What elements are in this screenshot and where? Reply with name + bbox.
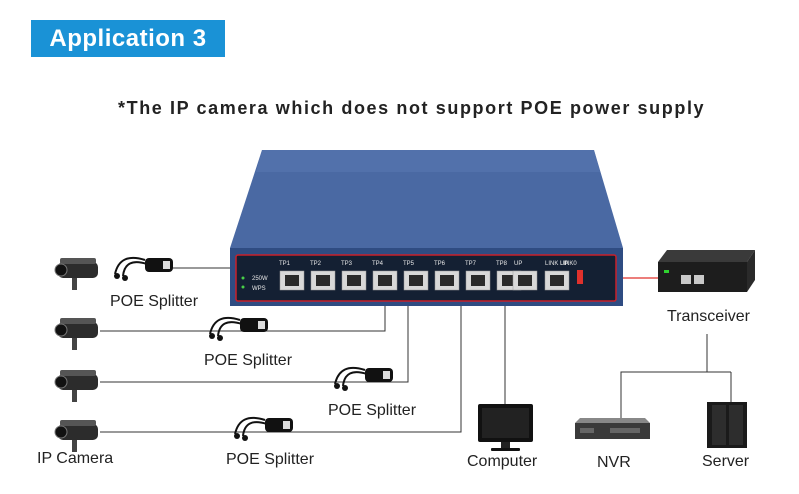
ip-camera-2 bbox=[54, 318, 98, 350]
power-label: 250W bbox=[252, 276, 268, 282]
wps-label: WPS bbox=[252, 286, 266, 292]
splitter-label-4: POE Splitter bbox=[226, 451, 315, 468]
ip-camera-label: IP Camera bbox=[37, 450, 114, 467]
poe-splitter-4 bbox=[234, 416, 293, 441]
switch-port-4: TP4 bbox=[372, 261, 398, 291]
port-label-1: TP1 bbox=[279, 261, 291, 267]
nvr-recorder bbox=[575, 418, 650, 439]
port-label-6: TP6 bbox=[434, 261, 446, 267]
poe-splitters bbox=[114, 256, 393, 441]
switch-port-2: TP2 bbox=[310, 261, 336, 291]
poe-splitter-3 bbox=[334, 366, 393, 391]
ip-camera-3 bbox=[54, 370, 98, 402]
port-label-7: TP7 bbox=[465, 261, 477, 267]
port-label-3: TP3 bbox=[341, 261, 353, 267]
ip-cameras bbox=[54, 258, 98, 452]
poe-splitter-2 bbox=[209, 316, 268, 341]
diagram-subtitle: *The IP camera which does not support PO… bbox=[118, 98, 706, 118]
ip-camera-4 bbox=[54, 420, 98, 452]
transceiver-label: Transceiver bbox=[667, 308, 750, 325]
port-label-4: TP4 bbox=[372, 261, 384, 267]
port-label-2: TP2 bbox=[310, 261, 322, 267]
poe-switch: 250W WPS TP1 TP2 TP3 TP4 TP5 TP6 TP7 TP8 UP LINK … bbox=[230, 150, 623, 306]
splitter-label-2: POE Splitter bbox=[204, 352, 293, 369]
computer-monitor bbox=[478, 404, 533, 451]
switch-port-1: TP1 bbox=[279, 261, 305, 291]
switch-port-7: TP7 bbox=[465, 261, 491, 291]
connection-lines bbox=[100, 267, 732, 433]
port-label-10: LINK UP bbox=[545, 261, 568, 267]
ip-camera-1 bbox=[54, 258, 98, 290]
switch-port-5: TP5 bbox=[403, 261, 429, 291]
port-label-11: LINK0 bbox=[560, 261, 577, 267]
transceiver-device bbox=[658, 250, 755, 292]
port-label-8: TP8 bbox=[496, 261, 508, 267]
application-banner: Application 3 bbox=[31, 20, 225, 57]
port-label-5: TP5 bbox=[403, 261, 415, 267]
computer-label: Computer bbox=[467, 453, 538, 470]
splitter-label-3: POE Splitter bbox=[328, 402, 417, 419]
server-rack bbox=[707, 402, 747, 448]
switch-port-11: LINK0 bbox=[560, 261, 577, 267]
switch-port-10: LINK UP bbox=[544, 261, 570, 291]
switch-port-6: TP6 bbox=[434, 261, 460, 291]
nvr-label: NVR bbox=[597, 454, 631, 471]
splitter-label-1: POE Splitter bbox=[110, 293, 199, 310]
server-label: Server bbox=[702, 453, 750, 470]
switch-port-9: UP bbox=[512, 261, 538, 291]
poe-splitter-1 bbox=[114, 256, 173, 281]
port-label-9: UP bbox=[514, 261, 522, 267]
switch-port-3: TP3 bbox=[341, 261, 367, 291]
